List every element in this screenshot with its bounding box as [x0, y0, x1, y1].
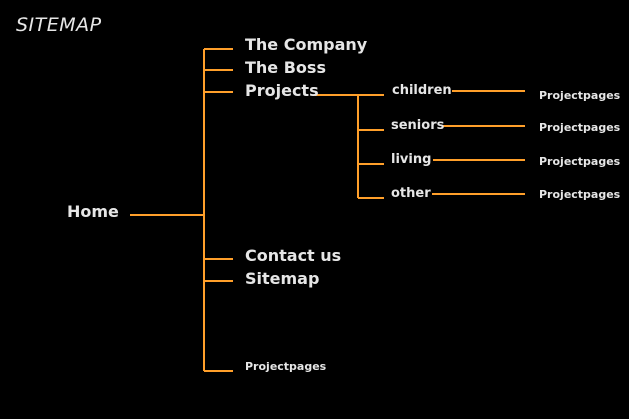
node-seniors[interactable]: seniors — [391, 118, 445, 133]
node-the-boss[interactable]: The Boss — [245, 58, 326, 77]
node-living-projectpages[interactable]: Projectpages — [539, 155, 621, 168]
node-children[interactable]: children — [392, 83, 452, 98]
node-home[interactable]: Home — [67, 202, 119, 221]
node-seniors-projectpages[interactable]: Projectpages — [539, 121, 621, 134]
node-other-projectpages[interactable]: Projectpages — [539, 188, 621, 201]
node-projects[interactable]: Projects — [245, 81, 319, 100]
node-sitemap[interactable]: Sitemap — [245, 269, 320, 288]
node-children-projectpages[interactable]: Projectpages — [539, 89, 621, 102]
sitemap-title: SITEMAP — [16, 14, 102, 36]
node-projectpages-main[interactable]: Projectpages — [245, 360, 327, 373]
node-contact-us[interactable]: Contact us — [245, 246, 342, 265]
node-other[interactable]: other — [391, 186, 431, 201]
node-the-company[interactable]: The Company — [245, 35, 368, 54]
node-living[interactable]: living — [391, 152, 432, 167]
